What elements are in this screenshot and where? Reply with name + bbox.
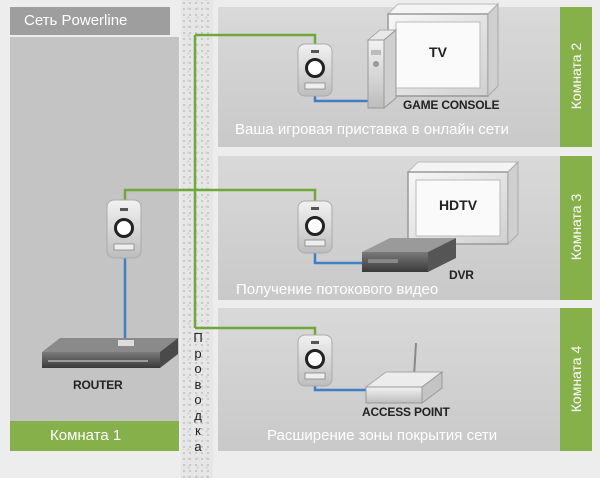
- router-label: ROUTER: [73, 378, 123, 392]
- room-4-caption: Расширение зоны покрытия сети: [267, 427, 498, 444]
- adapter-room-2: [297, 43, 333, 97]
- powerline-wiring: [123, 33, 317, 335]
- hdtv-icon: [406, 160, 520, 246]
- ethernet-room-3: [313, 253, 368, 265]
- hdtv-screen-label: HDTV: [439, 197, 478, 213]
- room-2-caption: Ваша игровая приставка в онлайн сети: [235, 121, 509, 138]
- room-3-label-bar: [560, 156, 592, 300]
- dvr-label: DVR: [449, 268, 474, 282]
- wall: [181, 0, 213, 478]
- dvr-icon: [362, 238, 456, 272]
- wire-room-2: [195, 33, 317, 44]
- access-point-label: ACCESS POINT: [362, 405, 450, 419]
- ethernet-room-2: [313, 96, 368, 103]
- tv-screen-label: TV: [429, 44, 448, 60]
- router-icon: [42, 338, 178, 368]
- room-4-label-bar: [560, 308, 592, 451]
- room-2-label-bar: [560, 7, 592, 147]
- room-1-label-bar: [10, 421, 179, 451]
- wire-room-3: [195, 188, 317, 201]
- adapter-room-4: [297, 334, 333, 387]
- adapter-room-1: [106, 199, 142, 259]
- wire-room-4: [195, 326, 317, 335]
- ethernet-wiring: [123, 96, 368, 392]
- diagram-title: Сеть Powerline: [10, 7, 170, 35]
- room-3-caption: Получение потокового видео: [236, 281, 439, 298]
- game-console-label: GAME CONSOLE: [403, 98, 500, 112]
- tv-icon: [386, 2, 500, 98]
- wire-room-1: [123, 188, 195, 200]
- adapter-room-3: [297, 200, 333, 254]
- room-1-label: Комната 1: [50, 427, 122, 444]
- wall-label: Проводка: [193, 330, 203, 454]
- room-1-area: [10, 37, 179, 451]
- access-point-icon: [364, 342, 444, 404]
- game-console-icon: [366, 28, 398, 110]
- ethernet-room-4: [313, 386, 368, 392]
